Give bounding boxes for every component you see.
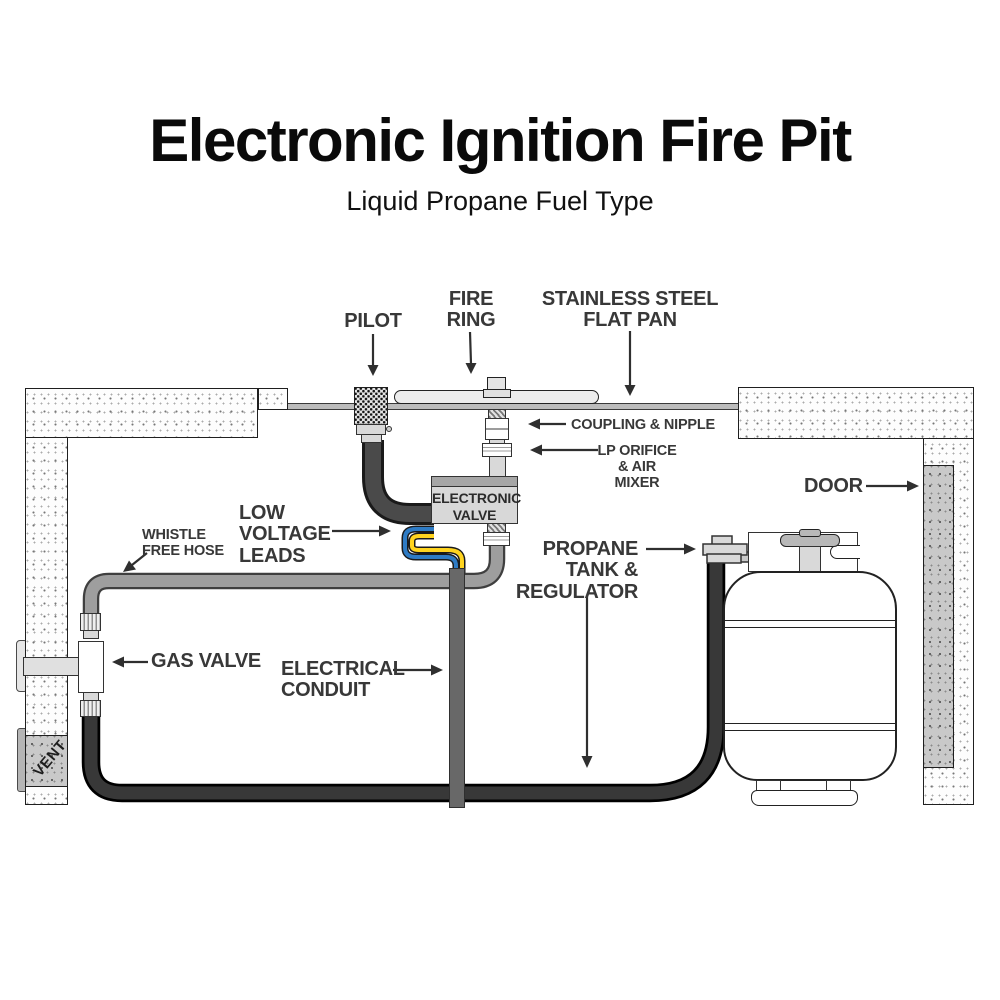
- electrical-conduit-bar: [449, 568, 465, 808]
- gas-valve-label: GAS VALVE: [151, 650, 261, 672]
- gas-valve-bottom-fitting: [80, 700, 101, 717]
- propane-tank-label: PROPANE TANK & REGULATOR: [515, 538, 638, 603]
- tank-valve-cap: [799, 529, 821, 537]
- electrical-conduit-label: ELECTRICAL CONDUIT: [281, 658, 405, 702]
- coupling-fitting: [485, 418, 509, 440]
- valve-outlet-nut: [483, 532, 510, 546]
- pilot-arrow: [367, 334, 379, 376]
- pilot-burner: [354, 387, 388, 425]
- door-label: DOOR: [804, 475, 863, 497]
- page-title: Electronic Ignition Fire Pit: [149, 107, 852, 174]
- gas-valve-arrow: [112, 656, 148, 668]
- tank-inlet-flange: [702, 543, 748, 556]
- tank-inlet-block: [706, 553, 742, 564]
- propane-tank-down-arrow: [581, 597, 593, 768]
- fire-ring-label: FIRE RING: [446, 288, 496, 332]
- wall-top-left: [25, 388, 258, 438]
- valve-inlet-pipe: [489, 456, 506, 477]
- wall-top-right: [738, 387, 974, 439]
- door-panel: [923, 465, 954, 768]
- gas-valve-key-handle: [23, 657, 80, 676]
- coupling-nipple-label: COUPLING & NIPPLE: [571, 417, 716, 433]
- low-voltage-leads-label: LOW VOLTAGE LEADS: [239, 502, 331, 567]
- lp-orifice-fitting: [482, 443, 512, 457]
- page-subtitle: Liquid Propane Fuel Type: [346, 186, 654, 216]
- vent-grille: VENT: [25, 735, 70, 787]
- fire-ring-arrow: [465, 331, 477, 374]
- pilot-electrode-nub: [386, 426, 392, 432]
- flat-pan-arrow: [624, 331, 636, 396]
- low-voltage-leads-arrow: [332, 525, 391, 537]
- tank-collar-handhole: [830, 545, 860, 559]
- tank-base-ring: [751, 790, 858, 806]
- vent-label: VENT: [29, 736, 71, 781]
- tank-weld-band-upper: [725, 620, 895, 628]
- valve-top-bar: [432, 477, 517, 487]
- pilot-label: PILOT: [344, 310, 402, 332]
- door-arrow: [866, 480, 919, 492]
- low-voltage-lead-blue: [401, 525, 460, 573]
- propane-tank-arrow: [646, 543, 696, 555]
- wall-top-left-step: [258, 388, 288, 410]
- pilot-base: [361, 434, 382, 443]
- lp-orifice-arrow: [530, 444, 598, 456]
- gas-valve-body: [78, 641, 104, 693]
- tank-valve-stem: [799, 546, 821, 572]
- tank-body: [723, 571, 897, 781]
- gas-valve-top-ring: [83, 630, 99, 639]
- flat-pan-label: STAINLESS STEEL FLAT PAN: [541, 288, 719, 332]
- burner-hub-flange: [483, 389, 511, 398]
- pilot-hose-path: [362, 440, 434, 525]
- gas-valve-top-fitting: [80, 613, 101, 631]
- coupling-arrow: [528, 418, 566, 430]
- electronic-valve-box: ELECTRONIC VALVE: [431, 476, 522, 524]
- tank-inlet-cap: [711, 535, 733, 546]
- electronic-valve-label: ELECTRONIC VALVE: [432, 490, 522, 523]
- lp-orifice-label: LP ORIFICE & AIR MIXER: [597, 443, 677, 492]
- whistle-free-hose-label: WHISTLE FREE HOSE: [142, 527, 224, 560]
- tank-weld-band-lower: [725, 723, 895, 731]
